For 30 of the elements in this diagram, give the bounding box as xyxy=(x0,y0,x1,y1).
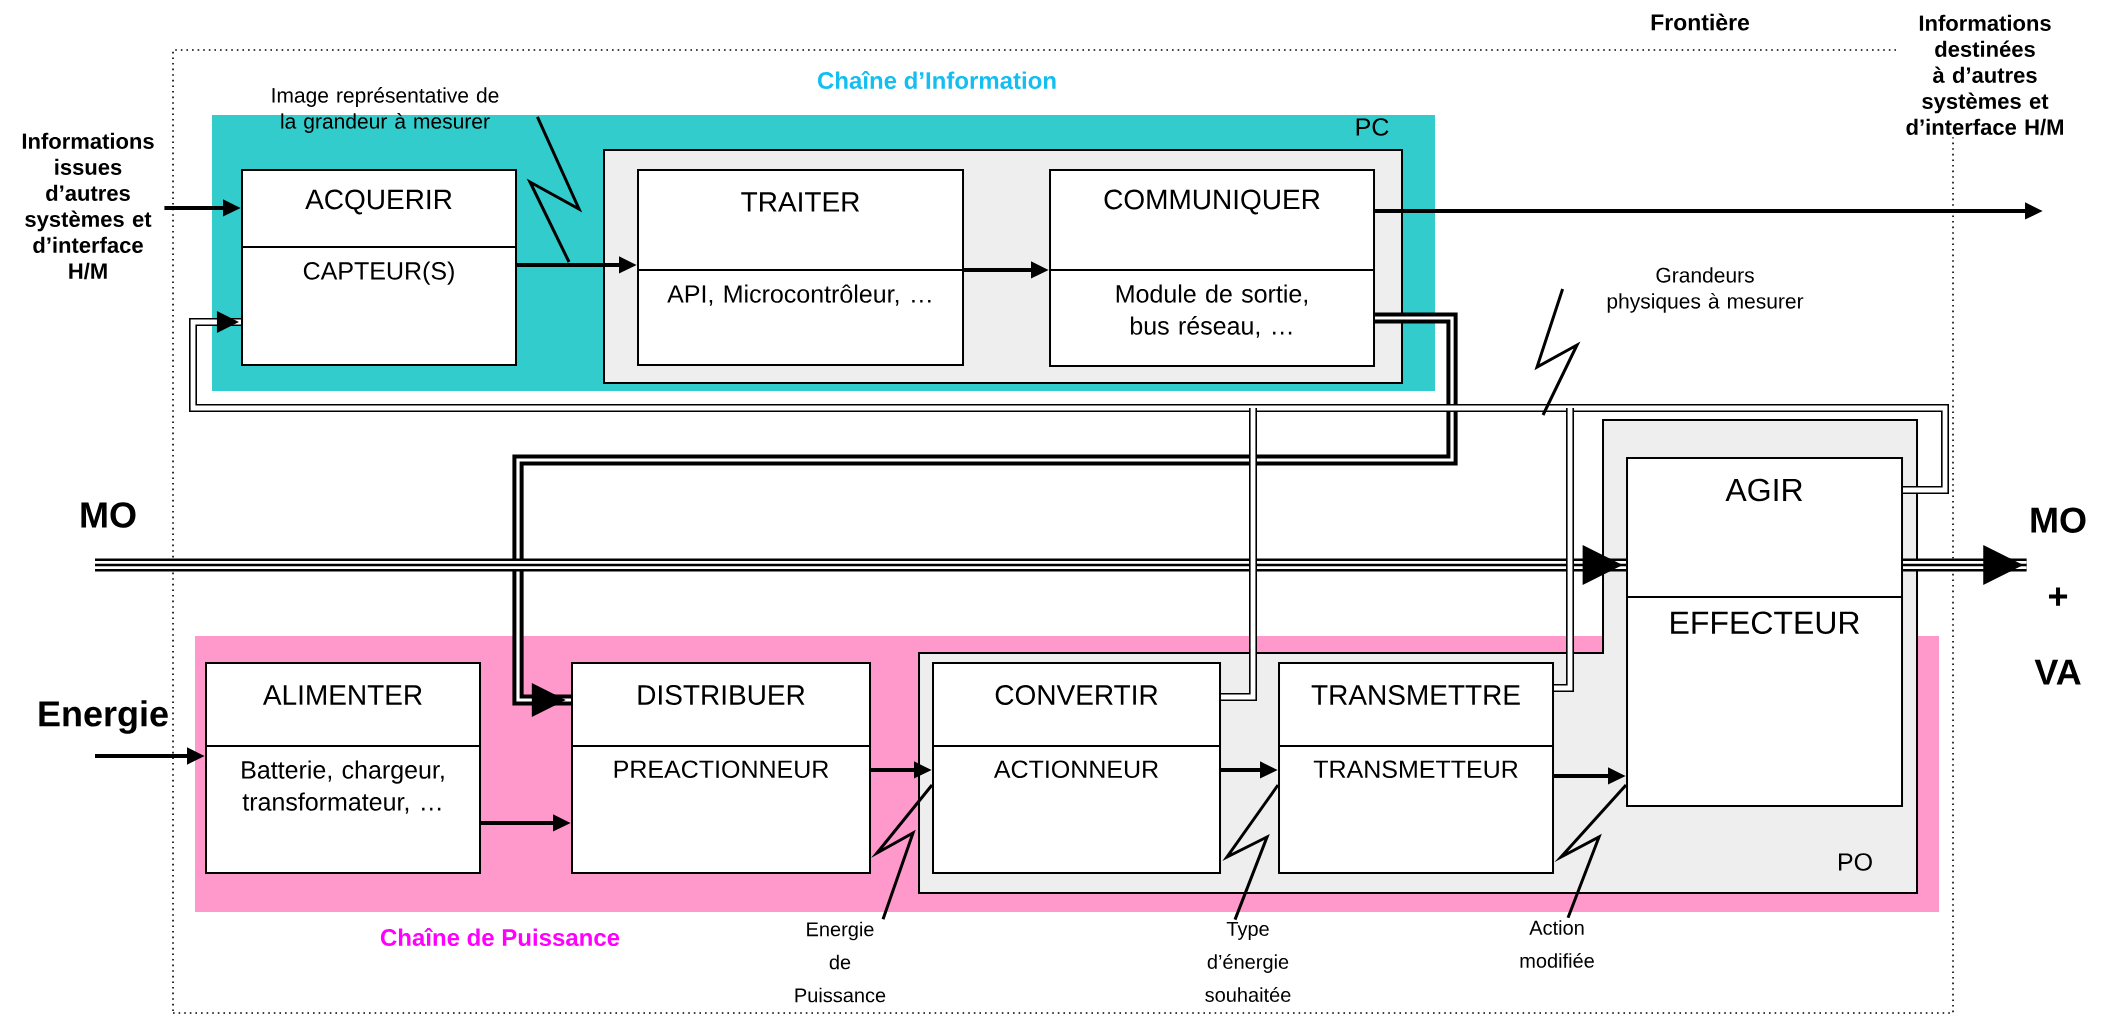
annotation-text: Action modifiée xyxy=(1520,920,1594,968)
function-box: AGIR EFFECTEUR xyxy=(1626,457,1904,807)
input-label: Informations issues d’autres systèmes et d’interface H/M xyxy=(22,132,154,280)
output-label: Informations destinées à d’autres systèmes et d’interface H/M xyxy=(1897,12,2073,138)
flow-label: Energie xyxy=(39,700,168,734)
node-label: Chaîne d’Information xyxy=(817,70,1056,90)
leader-line xyxy=(1534,288,1581,416)
function-box: DISTRIBUER PREACTIONNEUR xyxy=(571,662,871,874)
leader-line xyxy=(1554,784,1628,919)
function-box: CONVERTIR ACTIONNEUR xyxy=(932,662,1221,874)
annotation-text: Type d’énergie souhaitée xyxy=(1205,922,1291,1002)
flow-label: MO + VA xyxy=(2031,507,2086,685)
leader-line xyxy=(526,116,583,263)
function-box: TRANSMETTRE TRANSMETTEUR xyxy=(1278,662,1554,874)
leader-line xyxy=(1222,784,1280,921)
branch-line xyxy=(1554,408,1574,692)
function-box: ACQUERIR CAPTEUR(S) xyxy=(241,169,517,366)
annotation-text: Energie de Puissance xyxy=(795,921,886,1003)
function-box: TRAITER API, Microcontrôleur, … xyxy=(637,169,964,366)
flow-label: MO xyxy=(81,502,136,528)
annotation-text: Image représentative de la grandeur à mesurer xyxy=(272,87,499,133)
branch-line xyxy=(1221,408,1257,701)
function-box: COMMUNIQUER Module de sortie, bus réseau, … xyxy=(1049,169,1375,367)
flow-arrow xyxy=(95,545,1626,585)
annotation-text: Grandeurs physiques à mesurer xyxy=(1607,267,1804,313)
flow-arrow xyxy=(1903,545,2027,585)
flow-arrow xyxy=(512,312,1458,717)
function-box: ALIMENTER Batterie, chargeur, transformateur, … xyxy=(205,662,481,874)
flow-arrow xyxy=(189,311,1949,494)
node-label: Frontière xyxy=(1651,13,1750,31)
